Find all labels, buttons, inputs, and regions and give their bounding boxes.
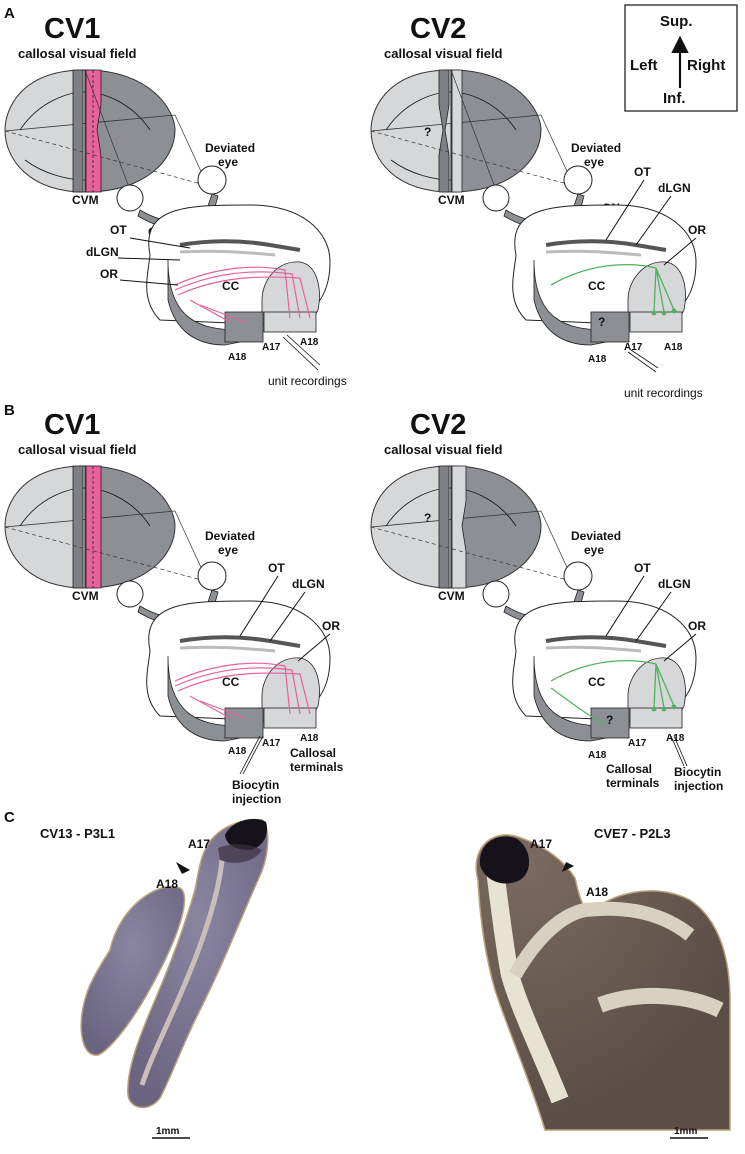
a17-label-b-cv2: A17	[628, 738, 647, 749]
title-b-cv1: CV1	[44, 409, 100, 441]
a17-label-a-cv1: A17	[262, 342, 281, 353]
terminals-label-b-cv1: terminals	[290, 760, 344, 774]
eye-left-b-cv1	[116, 580, 144, 608]
eye-label-b-cv1: eye	[218, 543, 238, 557]
deviated-label-b-cv1: Deviated	[205, 529, 255, 543]
injection-label-b-cv2: injection	[674, 779, 723, 793]
scale-label-left: 1mm	[156, 1126, 179, 1137]
dlgn-label-b-cv1: dLGN	[292, 577, 325, 591]
a18b-label-b-cv1: A18	[300, 733, 319, 744]
dlgn-label-a-cv1: dLGN	[86, 245, 119, 259]
a18-label-c-left: A18	[156, 877, 178, 891]
callosal-label-b-cv2: Callosal	[606, 762, 652, 776]
title-b-cv2: CV2	[410, 409, 466, 441]
a18-label-a-cv2: A18	[588, 354, 607, 365]
cvm-label-a-cv2: CVM	[438, 193, 465, 207]
legend-left: Left	[630, 57, 658, 74]
legend-inf: Inf.	[663, 90, 686, 107]
question-a-cv2: ?	[424, 125, 431, 139]
unit-rec-label-a-cv1: unit recordings	[268, 374, 347, 388]
or-label-b-cv1: OR	[322, 619, 340, 633]
legend-right: Right	[687, 57, 725, 74]
eye-label-a-cv1: eye	[218, 155, 238, 169]
deviated-label-a-cv1: Deviated	[205, 141, 255, 155]
cc-label-b-cv1: CC	[222, 675, 240, 689]
title-a-cv1: CV1	[44, 13, 100, 45]
cvm-label-b-cv1: CVM	[72, 589, 99, 603]
visual-field-a-cv2	[370, 69, 542, 193]
ot-label-a-cv1: OT	[110, 223, 127, 237]
ot-label-b-cv2: OT	[634, 561, 651, 575]
orientation-legend: Sup. Left Right Inf.	[624, 4, 738, 112]
scale-label-right: 1mm	[674, 1126, 697, 1137]
eye-deviated-a-cv2	[563, 165, 593, 195]
subtitle-a-cv2: callosal visual field	[384, 46, 503, 61]
histology-right: CVE7 - P2L3 A17 A18 1mm	[475, 826, 731, 1139]
histology-left: CV13 - P3L1 A17 A18 1mm	[40, 818, 269, 1139]
a17-label-b-cv1: A17	[262, 738, 281, 749]
panel-label-c: C	[4, 809, 15, 826]
or-label-a-cv1: OR	[100, 267, 118, 281]
visual-field-b-cv2	[370, 465, 542, 589]
arrowhead-left	[176, 862, 190, 874]
panel-label-b: B	[4, 402, 15, 419]
cc-label-b-cv2: CC	[588, 675, 606, 689]
cc-label-a-cv2: CC	[588, 279, 606, 293]
biocytin-label-b-cv1: Biocytin	[232, 778, 279, 792]
question-brain-a-cv2: ?	[598, 315, 605, 329]
visual-field-b-cv1	[4, 465, 176, 589]
or-label-b-cv2: OR	[688, 619, 706, 633]
legend-sup: Sup.	[660, 13, 693, 30]
eye-left-b-cv2	[482, 580, 510, 608]
subtitle-b-cv2: callosal visual field	[384, 442, 503, 457]
eye-label-b-cv2: eye	[584, 543, 604, 557]
dlgn-label-a-cv2: dLGN	[658, 181, 691, 195]
biocytin-label-b-cv2: Biocytin	[674, 765, 721, 779]
panel-label-a: A	[4, 5, 15, 22]
subtitle-b-cv1: callosal visual field	[18, 442, 137, 457]
cvm-label-a-cv1: CVM	[72, 193, 99, 207]
subtitle-a-cv1: callosal visual field	[18, 46, 137, 61]
terminals-label-b-cv2: terminals	[606, 776, 660, 790]
dlgn-label-b-cv2: dLGN	[658, 577, 691, 591]
a18b-label-a-cv2: A18	[664, 342, 683, 353]
eye-left-a-cv2	[482, 184, 510, 212]
a18-label-c-right: A18	[586, 885, 608, 899]
eye-deviated-a-cv1	[197, 165, 227, 195]
cc-label-a-cv1: CC	[222, 279, 240, 293]
diagram-b-cv2: CV2 callosal visual field ? CVM Deviated…	[370, 409, 723, 793]
diagram-a-cv1: CV1 callosal visual field CVM Deviated e…	[4, 13, 347, 388]
photo-title-right: CVE7 - P2L3	[594, 826, 671, 841]
title-a-cv2: CV2	[410, 13, 466, 45]
injection-label-b-cv1: injection	[232, 792, 281, 806]
a17-label-c-left: A17	[188, 837, 210, 851]
a18-label-b-cv2: A18	[588, 750, 607, 761]
callosal-label-b-cv1: Callosal	[290, 746, 336, 760]
deviated-label-b-cv2: Deviated	[571, 529, 621, 543]
cvm-label-b-cv2: CVM	[438, 589, 465, 603]
eye-deviated-b-cv2	[563, 561, 593, 591]
a17-label-c-right: A17	[530, 837, 552, 851]
unit-rec-label-a-cv2: unit recordings	[624, 386, 703, 400]
ot-label-a-cv2: OT	[634, 165, 651, 179]
question-brain-b-cv2: ?	[606, 713, 613, 727]
deviated-label-a-cv2: Deviated	[571, 141, 621, 155]
photo-title-left: CV13 - P3L1	[40, 826, 115, 841]
arrowhead-right	[562, 862, 574, 872]
a17-label-a-cv2: A17	[624, 342, 643, 353]
ot-label-b-cv1: OT	[268, 561, 285, 575]
eye-left-a-cv1	[116, 184, 144, 212]
eye-label-a-cv2: eye	[584, 155, 604, 169]
a18b-label-a-cv1: A18	[300, 337, 319, 348]
a18-label-b-cv1: A18	[228, 746, 247, 757]
diagram-b-cv1: CV1 callosal visual field CVM Deviated e…	[4, 409, 344, 806]
eye-deviated-b-cv1	[197, 561, 227, 591]
or-label-a-cv2: OR	[688, 223, 706, 237]
question-b-cv2: ?	[424, 511, 431, 525]
diagram-a-cv2: CV2 callosal visual field ? CVM Deviated…	[370, 13, 706, 400]
a18-label-a-cv1: A18	[228, 352, 247, 363]
visual-field-a-cv1	[4, 69, 176, 193]
